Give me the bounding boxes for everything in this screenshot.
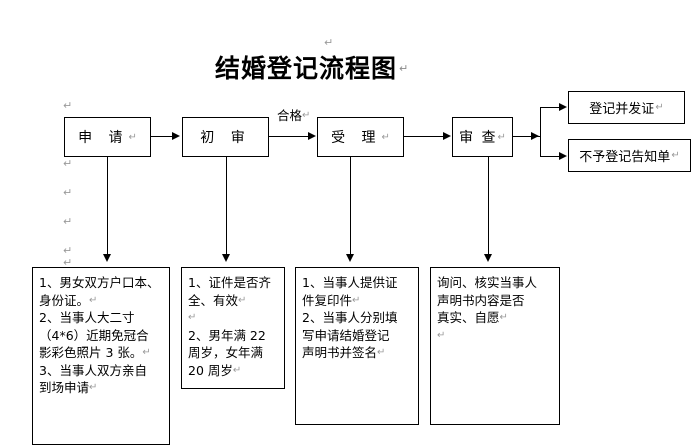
detail-box-accept-requirements[interactable]: 1、当事人提供证 件复印件↵ 2、当事人分别填 写申请结婚登记 声明书并签名↵ <box>295 267 419 425</box>
paragraph-mark-icon: ↵ <box>352 294 361 306</box>
connector-apply-to-detail <box>107 157 109 256</box>
paragraph-mark-icon: ↵ <box>63 244 73 257</box>
detail-line-text: 影彩色照片 3 张。 <box>39 345 143 360</box>
stage-box-apply[interactable]: 申 请↵ <box>64 117 151 157</box>
detail-line: 到场申请↵ <box>39 379 163 397</box>
detail-line-text: 声明书并签名 <box>302 345 378 360</box>
detail-line-text: 真实、自愿 <box>437 310 500 325</box>
detail-line: 询问、核实当事人 <box>437 275 538 290</box>
detail-line: 周岁，女年满 <box>188 345 264 360</box>
detail-box-first-review-requirements[interactable]: 1、证件是否齐 全、有效↵ ↵ 2、男年满 22 周岁，女年满 20 周岁↵ <box>181 267 285 389</box>
arrow-head-icon <box>308 132 316 140</box>
paragraph-mark-icon: ↵ <box>63 256 73 269</box>
detail-line: 声明书并签名↵ <box>302 344 412 362</box>
paragraph-mark-icon: ↵ <box>377 347 386 358</box>
detail-line-text: 20 周岁 <box>188 362 233 378</box>
detail-line-blank: ↵ <box>188 309 278 327</box>
stage-label: 初 审 <box>200 130 251 146</box>
outcome-box-refusal-notice[interactable]: 不予登记告知单↵ <box>568 139 691 172</box>
paragraph-mark-icon: ↵ <box>499 312 508 323</box>
branch-split-line <box>540 107 542 157</box>
paragraph-mark-icon: ↵ <box>63 99 73 112</box>
detail-line: 20 周岁↵ <box>188 362 278 380</box>
paragraph-mark-icon: ↵ <box>497 131 506 143</box>
detail-line-text: 全、有效 <box>188 292 239 308</box>
detail-line: 声明书内容是否 <box>437 292 525 308</box>
stage-label: 受 理 <box>331 130 382 146</box>
paragraph-mark-icon: ↵ <box>188 312 197 323</box>
paragraph-mark-icon: ↵ <box>89 294 98 306</box>
edge-label-text: 合格 <box>277 108 303 123</box>
detail-line: （4*6）近期免冠合 <box>39 327 149 343</box>
stage-label: 审 查 <box>459 130 498 146</box>
paragraph-mark-icon: ↵ <box>655 102 664 113</box>
detail-line: 身份证。↵ <box>39 292 163 310</box>
detail-line-text: 身份证。 <box>39 292 90 308</box>
connector-apply-to-first-review <box>151 136 174 138</box>
stage-box-accept[interactable]: 受 理↵ <box>317 117 404 157</box>
connector-accept-to-examine <box>404 136 444 138</box>
connector-accept-to-detail <box>350 157 352 256</box>
connector-branch-to-refusal-notice <box>540 156 562 158</box>
paragraph-mark-icon: ↵ <box>63 186 73 199</box>
paragraph-mark-icon: ↵ <box>232 364 242 376</box>
detail-box-examine-requirements[interactable]: 询问、核实当事人 声明书内容是否 真实、自愿↵ ↵ <box>430 267 560 425</box>
detail-box-apply-requirements[interactable]: 1、男女双方户口本、 身份证。↵ 2、当事人大二寸 （4*6）近期免冠合 影彩色… <box>32 267 170 445</box>
arrow-head-icon <box>103 254 111 262</box>
detail-line-blank: ↵ <box>437 327 553 345</box>
detail-line: 2、当事人大二寸 <box>39 309 163 327</box>
detail-line: 件复印件↵ <box>302 292 412 310</box>
connector-examine-to-branch <box>513 136 540 138</box>
paragraph-mark-icon: ↵ <box>128 131 137 143</box>
edge-label-qualified: 合格↵ <box>277 105 310 124</box>
detail-line: 真实、自愿↵ <box>437 309 553 327</box>
outcome-label: 登记并发证 <box>589 102 655 117</box>
connector-branch-to-register-issue <box>540 107 562 109</box>
stage-box-examine[interactable]: 审 查↵ <box>452 117 513 157</box>
detail-line: 影彩色照片 3 张。↵ <box>39 344 163 362</box>
detail-line: 2、男年满 22 <box>188 327 266 343</box>
connector-examine-to-detail <box>488 157 490 256</box>
arrow-head-icon <box>222 254 230 262</box>
paragraph-mark-icon: ↵ <box>302 110 311 121</box>
detail-line: 全、有效↵ <box>188 292 278 310</box>
arrow-head-icon <box>346 254 354 262</box>
detail-line: 2、当事人分别填 <box>302 310 398 325</box>
paragraph-mark-icon: ↵ <box>63 215 73 228</box>
connector-first-review-to-detail <box>226 157 228 256</box>
detail-line: 3、当事人双方亲自 <box>39 362 147 378</box>
paragraph-mark-icon: ↵ <box>399 62 409 75</box>
detail-line: 1、男女双方户口本、 <box>39 275 160 290</box>
stage-label: 申 请 <box>78 130 129 146</box>
arrow-head-icon <box>531 132 539 140</box>
page-title: 结婚登记流程图↵ <box>215 54 408 84</box>
arrow-head-icon <box>484 254 492 262</box>
paragraph-mark-icon: ↵ <box>381 131 390 143</box>
paragraph-mark-icon: ↵ <box>89 382 98 393</box>
detail-line-text: 2、当事人大二寸 <box>39 310 135 325</box>
detail-line: 1、证件是否齐 <box>188 275 271 290</box>
stage-box-first-review[interactable]: 初 审 <box>182 117 269 157</box>
connector-first-review-to-accept <box>269 136 309 138</box>
outcome-label: 不予登记告知单 <box>579 150 671 165</box>
arrow-head-icon <box>443 132 451 140</box>
arrow-head-icon <box>559 152 567 160</box>
arrow-head-icon <box>559 103 567 111</box>
paragraph-mark-icon: ↵ <box>671 150 680 161</box>
paragraph-mark-icon: ↵ <box>437 329 446 341</box>
paragraph-mark-icon: ↵ <box>324 36 334 49</box>
detail-line-text: 到场申请 <box>39 380 90 395</box>
outcome-box-register-issue[interactable]: 登记并发证↵ <box>568 91 685 124</box>
arrow-head-icon <box>172 132 180 140</box>
detail-line: 写申请结婚登记 <box>302 327 390 343</box>
detail-line-text: 件复印件 <box>302 292 353 308</box>
paragraph-mark-icon: ↵ <box>63 157 73 170</box>
page-title-text: 结婚登记流程图 <box>215 54 398 83</box>
detail-line: 1、当事人提供证 <box>302 275 398 290</box>
paragraph-mark-icon: ↵ <box>238 294 247 306</box>
paragraph-mark-icon: ↵ <box>142 347 151 358</box>
